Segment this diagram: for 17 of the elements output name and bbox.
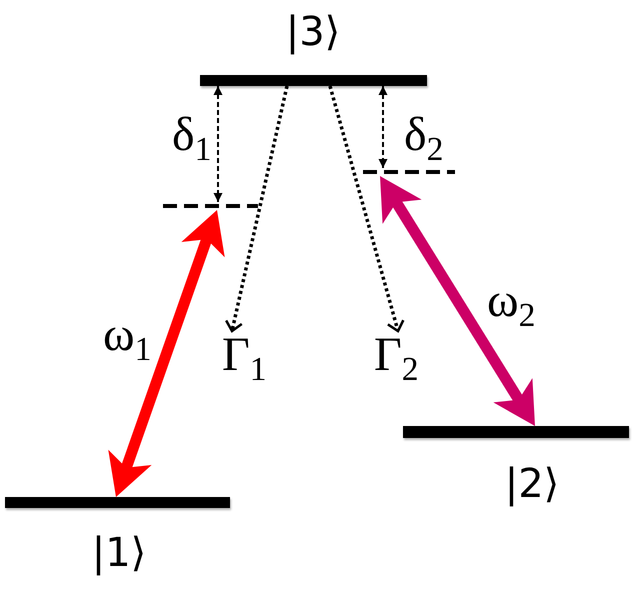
- decay-rate-label: Γ$_{1}$: [222, 331, 267, 379]
- virtual-level-line: [163, 202, 258, 210]
- transition-arrow: [380, 176, 535, 426]
- state-label: |2⟩: [504, 460, 560, 508]
- decay-arrow: [328, 86, 405, 332]
- frequency-label: ω$_{2}$: [487, 277, 536, 325]
- decay-arrow: [224, 86, 289, 332]
- state-label: |1⟩: [92, 529, 146, 577]
- detuning-arrow: [214, 86, 222, 202]
- state-label: |3⟩: [286, 8, 340, 56]
- frequency-label: ω$_{1}$: [103, 311, 152, 359]
- decay-rate-label: Γ$_{2}$: [374, 331, 419, 379]
- transition-arrow: [108, 210, 225, 497]
- detuning-arrow: [378, 86, 388, 168]
- detuning-label: δ$_{1}$: [172, 111, 212, 159]
- detuning-label: δ$_{2}$: [404, 111, 444, 159]
- virtual-level-line: [363, 168, 455, 176]
